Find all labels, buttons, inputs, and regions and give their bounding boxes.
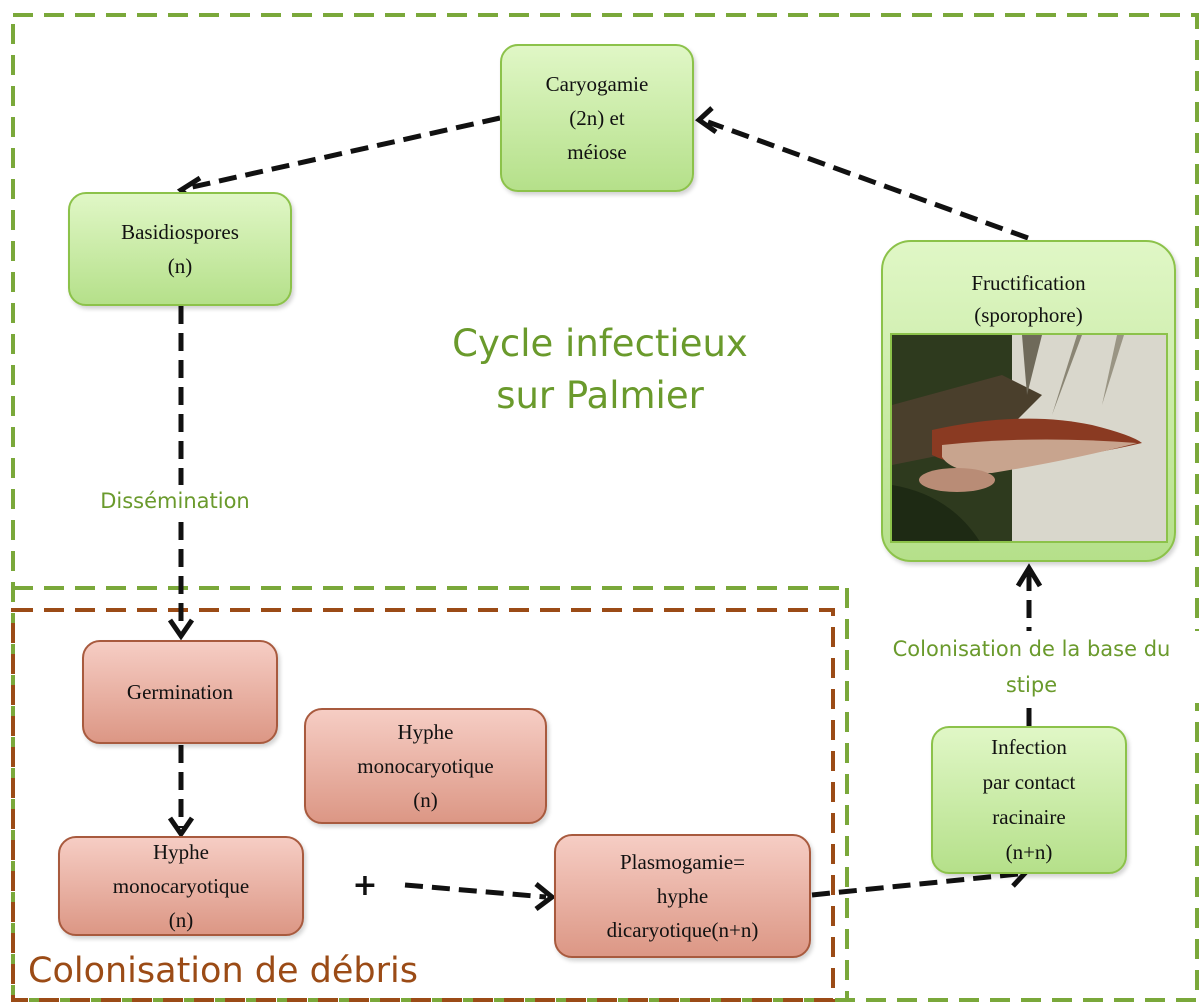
node-fructification-line-1: Fructification (971, 271, 1086, 295)
node-plasmogamie-line-1: Plasmogamie= (620, 850, 745, 874)
node-hyphe-b-line-3: (n) (168, 908, 194, 932)
node-plasmogamie-line-2: hyphe (656, 884, 709, 908)
arrowhead-plasmogamie (534, 882, 557, 911)
arrow-fructification-caryogamie (707, 119, 1029, 241)
node-infection-line-4: (n+n) (1005, 840, 1053, 864)
arrowhead-fructification (1015, 563, 1043, 588)
arrowhead-germination (167, 618, 195, 641)
node-infection-line-1: Infection (991, 735, 1067, 759)
arrowhead-hyphe (167, 816, 195, 839)
node-plasmogamie: Plasmogamie= hyphe dicaryotique(n+n) (554, 834, 811, 958)
debris-frame (11, 608, 835, 1002)
node-fructification-line-2: (sporophore) (974, 303, 1083, 327)
node-germination-line-1: Germination (126, 680, 234, 704)
node-infection-line-3: racinaire (992, 805, 1066, 829)
node-infection-line-2: par contact (982, 770, 1076, 794)
node-hyphe-b-line-1: Hyphe (153, 840, 209, 864)
arrow-plasmogamie-infection (811, 871, 1019, 898)
node-caryogamie-line-1: Caryogamie (545, 72, 649, 96)
arrowhead-caryogamie (695, 106, 718, 135)
debris-title: Colonisation de débris (28, 951, 418, 991)
node-hyphe-b-line-2: monocaryotique (112, 874, 250, 898)
colonisation-label: Colonisation de la base du stipe (862, 631, 1201, 703)
node-hyphe-a-line-2: monocaryotique (357, 754, 494, 778)
node-basidiospores-line-2: (n) (167, 254, 193, 278)
colonisation-label-line-1: Colonisation de la base du (892, 637, 1171, 661)
dissemination-label: Dissémination (80, 485, 270, 517)
cycle-title-line-2: sur Palmier (496, 374, 704, 417)
sporophore-photo (890, 333, 1168, 543)
node-infection: Infection par contact racinaire (n+n) (931, 726, 1127, 874)
plus-sign: + (352, 868, 378, 903)
cycle-title: Cycle infectieux sur Palmier (420, 318, 780, 422)
arrow-plus-plasmogamie (404, 882, 547, 900)
colonisation-label-line-2: stipe (1005, 673, 1058, 697)
node-basidiospores-line-1: Basidiospores (121, 220, 239, 244)
node-caryogamie-line-2: (2n) et (569, 106, 625, 130)
node-hyphe-monocaryotique-a: Hyphe monocaryotique (n) (304, 708, 547, 824)
node-basidiospores: Basidiospores (n) (68, 192, 292, 306)
node-hyphe-a-line-3: (n) (413, 788, 438, 812)
node-hyphe-a-line-1: Hyphe (397, 720, 454, 744)
node-caryogamie: Caryogamie (2n) et méiose (500, 44, 694, 192)
cycle-title-line-1: Cycle infectieux (452, 322, 748, 365)
node-germination: Germination (82, 640, 278, 744)
arrow-caryogamie-basidiospores (187, 115, 501, 191)
node-plasmogamie-line-3: dicaryotique(n+n) (606, 918, 759, 942)
node-hyphe-monocaryotique-b: Hyphe monocaryotique (n) (58, 836, 304, 936)
node-caryogamie-line-3: méiose (567, 140, 627, 164)
